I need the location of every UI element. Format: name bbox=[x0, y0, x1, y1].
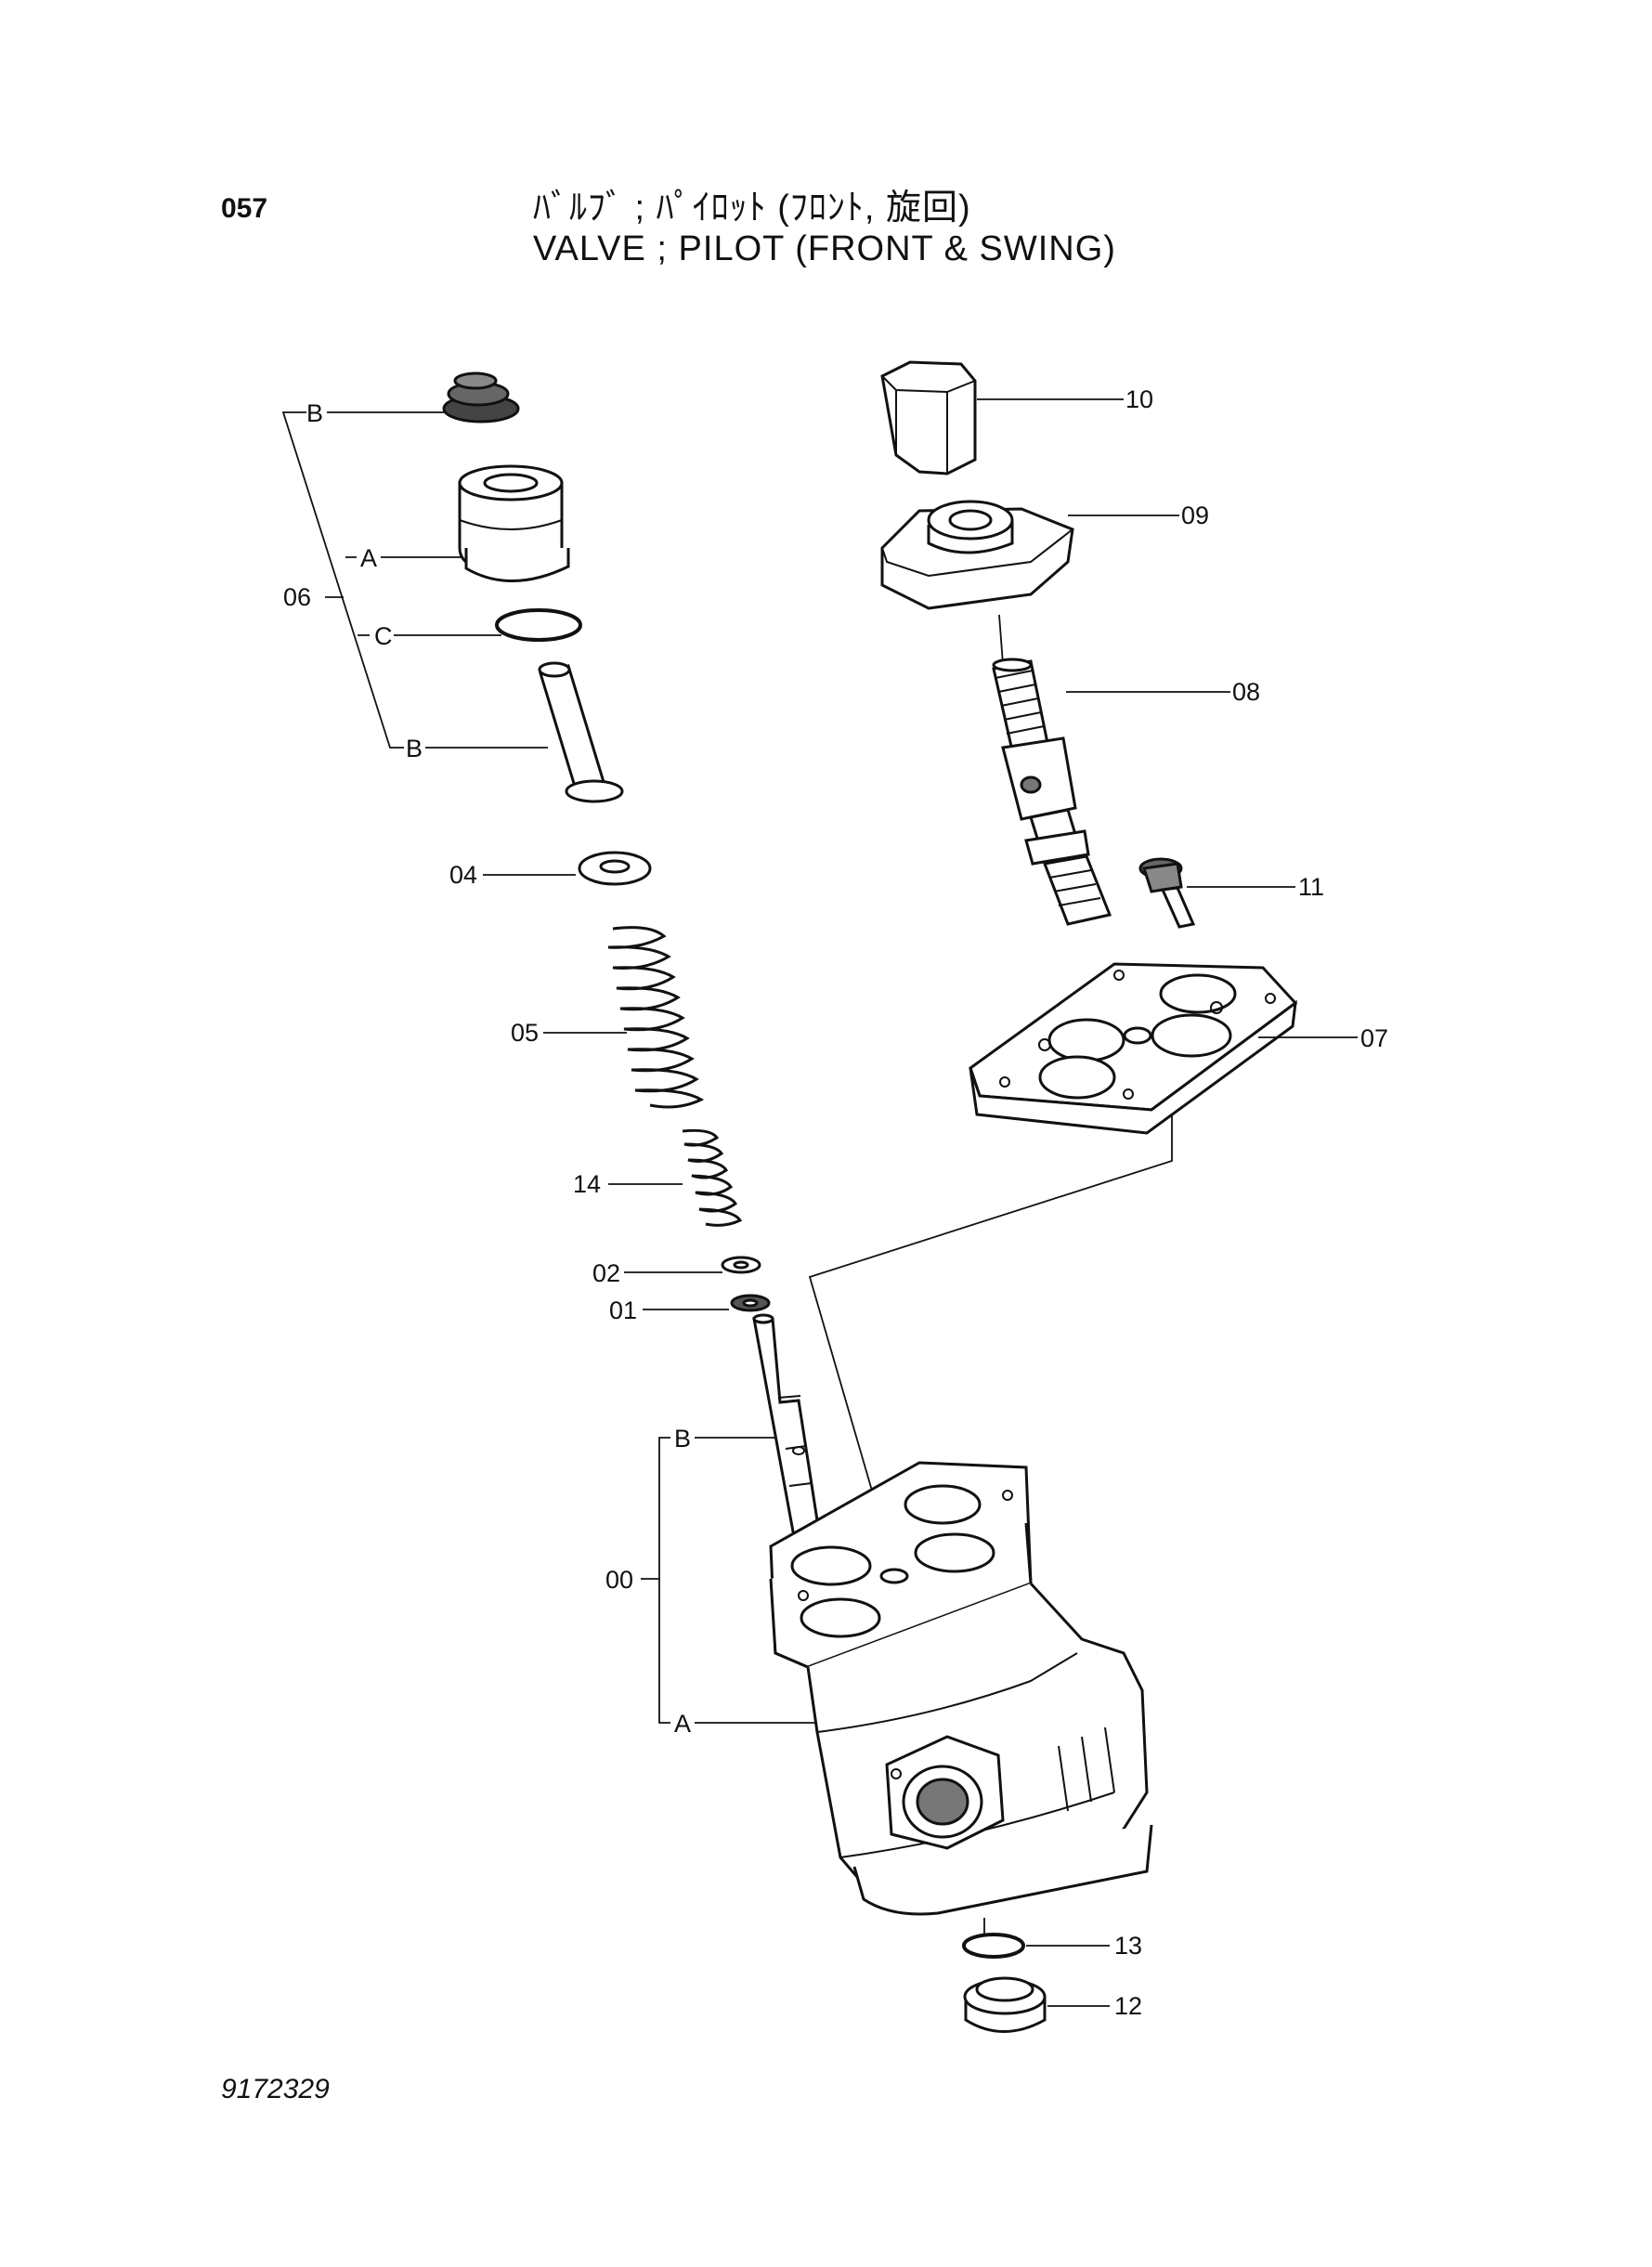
callout-05: 05 bbox=[511, 1019, 539, 1047]
washer-01-part bbox=[730, 1294, 771, 1312]
bushing-part bbox=[458, 464, 570, 582]
callout-13: 13 bbox=[1114, 1932, 1142, 1960]
callout-12: 12 bbox=[1114, 1992, 1142, 2020]
callout-01: 01 bbox=[609, 1296, 637, 1324]
o-ring-part bbox=[495, 608, 582, 642]
large-spring-part bbox=[607, 926, 705, 1109]
split-washer-part bbox=[578, 851, 652, 886]
callout-10: 10 bbox=[1125, 385, 1153, 413]
hex-nut-part bbox=[880, 360, 977, 476]
callout-00-b: B bbox=[674, 1425, 691, 1453]
page-title-english: VALVE ; PILOT (FRONT & SWING) bbox=[533, 229, 1116, 268]
callout-06-b-bottom: B bbox=[406, 735, 423, 762]
callout-06-b-top: B bbox=[306, 399, 323, 427]
o-ring-13-part bbox=[962, 1933, 1025, 1959]
drawing-code: 9172329 bbox=[221, 2074, 330, 2104]
callout-02: 02 bbox=[592, 1259, 620, 1287]
callout-11: 11 bbox=[1298, 873, 1324, 901]
small-spring-part bbox=[682, 1128, 743, 1227]
callout-08: 08 bbox=[1232, 678, 1260, 706]
callout-06-c: C bbox=[374, 622, 393, 650]
callout-06: 06 bbox=[283, 583, 311, 611]
plunger-pin-part bbox=[538, 661, 624, 803]
callout-14: 14 bbox=[573, 1170, 601, 1198]
boot-cap-part bbox=[442, 371, 520, 423]
callout-09: 09 bbox=[1181, 502, 1209, 529]
callout-00: 00 bbox=[605, 1566, 633, 1594]
callout-00-a: A bbox=[674, 1710, 691, 1738]
page-title-japanese: ﾊﾞﾙﾌﾞ ; ﾊﾟｲﾛｯﾄ (ﾌﾛﾝﾄ, 旋回) bbox=[533, 189, 971, 228]
cap-screw-part bbox=[1138, 857, 1196, 929]
callout-07: 07 bbox=[1360, 1024, 1388, 1052]
valve-body-part bbox=[769, 1461, 1153, 1916]
adjuster-screw-part bbox=[992, 658, 1112, 926]
mounting-plate-part bbox=[969, 962, 1298, 1135]
plug-12-part bbox=[963, 1976, 1047, 2033]
callout-06-a: A bbox=[360, 544, 377, 572]
flange-plate-part bbox=[880, 500, 1074, 610]
page-number: 057 bbox=[221, 193, 268, 224]
callout-04: 04 bbox=[449, 861, 477, 889]
group-06-bracket bbox=[281, 411, 404, 749]
washer-02-part bbox=[721, 1256, 761, 1274]
